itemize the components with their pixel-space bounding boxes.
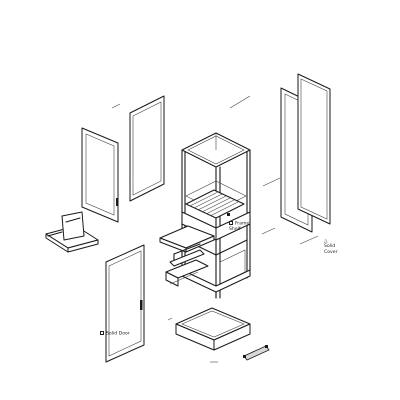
main-frame	[181, 132, 251, 299]
upper-side-panel	[129, 95, 165, 202]
pullout-shelf	[159, 225, 215, 267]
solid-cover-label: △ Solid Cover	[324, 239, 338, 255]
square-marker-icon	[100, 331, 104, 335]
solid-door-label: Solid Door	[100, 331, 140, 337]
lower-tray	[165, 259, 209, 287]
handle-rail	[243, 345, 270, 361]
right-cover-panel	[297, 73, 331, 225]
upper-left-door	[81, 127, 119, 223]
lower-left-door	[105, 244, 145, 363]
left-bracket	[45, 211, 99, 253]
base-tray	[175, 307, 251, 351]
triangle-marker-icon: △	[324, 239, 328, 244]
frame-shelf-label: Frame Shelf	[229, 221, 250, 232]
square-marker-icon	[229, 221, 233, 225]
motion-lines	[111, 95, 319, 321]
